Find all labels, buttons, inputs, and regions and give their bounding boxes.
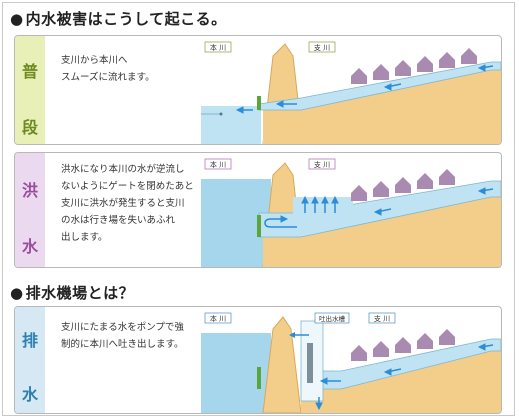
flood-overflow-water: [293, 197, 353, 215]
house-icon: [351, 169, 455, 201]
panel-flood: 洪 水 洪水になり本川の水が逆流し ないようにゲートを閉めたあと 支川に洪水が発…: [14, 152, 502, 268]
flow-arrow-icon: [264, 187, 494, 228]
gate-icon: [257, 96, 261, 110]
panel-label-normal: 普 段: [15, 36, 45, 144]
flow-arrow-icon: [315, 343, 494, 411]
label-char-top: 洪: [21, 181, 38, 200]
panel-description: 支川にたまる水をポンプで強 制的に本川へ吐き出します。: [61, 322, 184, 350]
house-icon: [351, 48, 477, 84]
main-river-label: 本 川: [210, 314, 226, 323]
label-char-bottom: 段: [21, 118, 38, 137]
panel-label-flood: 洪 水: [15, 153, 45, 267]
diagram-drainage: 本 川 吐出水槽 支 川: [201, 312, 501, 413]
gate-icon: [257, 215, 261, 237]
panel-description: 支川から本川へ スムーズに流れます。: [61, 55, 155, 83]
branch-ground: [301, 351, 501, 413]
panel-description: 洪水になり本川の水が逆流し ないようにゲートを閉めたあと 支川に洪水が発生すると…: [61, 164, 194, 243]
diagram-normal: 本 川 支 川: [201, 41, 501, 144]
label-char-bottom: 水: [21, 237, 38, 256]
diagram-flood: 本 川 支 川: [201, 158, 501, 267]
branch-river-label: 支 川: [314, 160, 330, 169]
branch-river-label: 支 川: [374, 314, 390, 323]
branch-river-label: 支 川: [314, 43, 330, 52]
levee: [262, 316, 302, 413]
panel-normal: 普 段 支川から本川へ スムーズに流れます。 本 川 支 川: [14, 35, 502, 145]
panel-label-drainage: 排 水: [15, 307, 45, 413]
outlet-tank-label: 吐出水槽: [319, 314, 346, 323]
page-frame: [2, 2, 515, 416]
branch-ground: [263, 197, 501, 267]
section-heading-pump: ●排水機場とは？: [10, 284, 135, 302]
panel-drainage: 排 水 支川にたまる水をポンプで強 制的に本川へ吐き出します。 本 川 吐出水槽…: [14, 306, 502, 414]
main-river-label: 本 川: [210, 160, 226, 169]
branch-ground: [263, 70, 501, 144]
label-char-top: 普: [21, 62, 38, 81]
label-char-top: 排: [21, 331, 38, 350]
section-heading-damage: ●内水被害はこうして起こる。: [10, 10, 227, 28]
label-char-bottom: 水: [21, 385, 38, 404]
main-river-water: [201, 106, 261, 144]
main-river-label: 本 川: [210, 43, 226, 52]
gate-icon: [257, 367, 261, 389]
flow-arrow-icon: [235, 64, 494, 114]
house-icon: [351, 329, 455, 361]
branch-water: [258, 61, 501, 111]
